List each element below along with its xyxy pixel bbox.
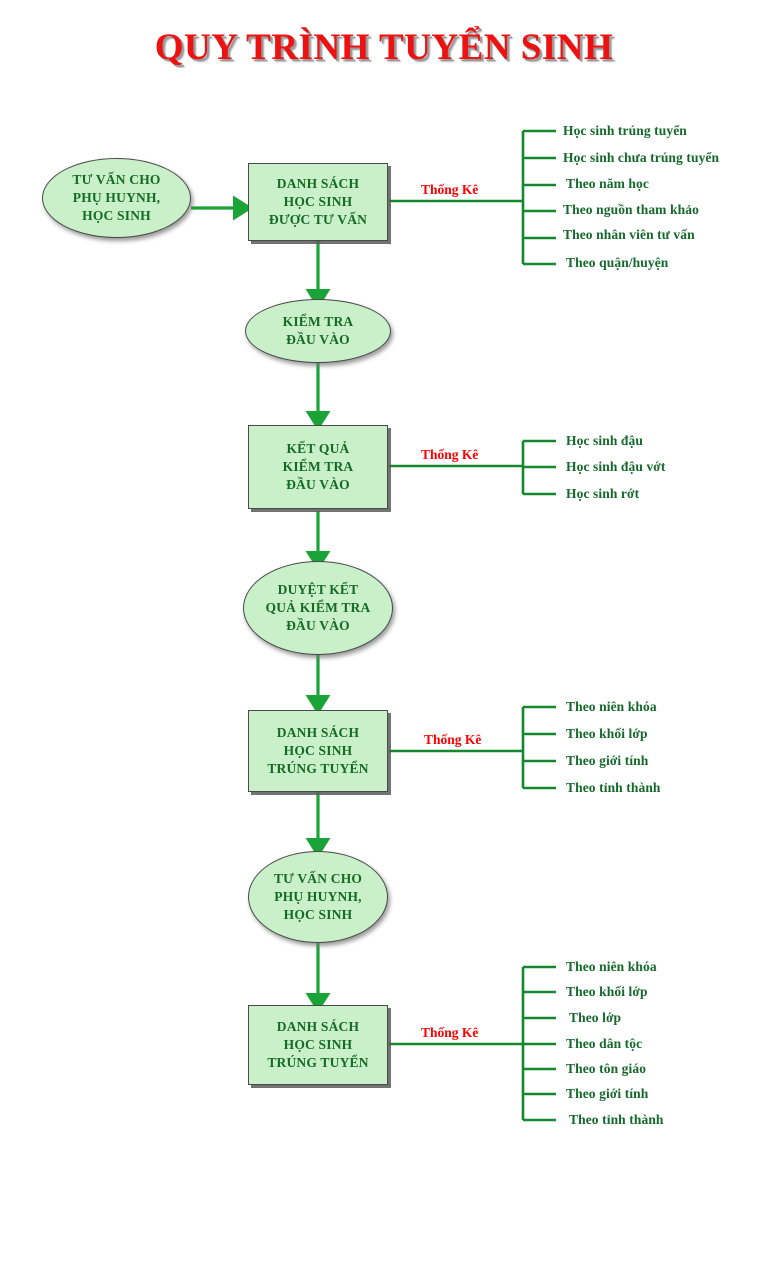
branch-item[interactable]: Theo quận/huyện: [566, 255, 669, 270]
branch-item[interactable]: Theo tỉnh thành: [566, 780, 661, 795]
branch-item[interactable]: Theo niên khóa: [566, 699, 657, 714]
branch-item[interactable]: Theo giới tính: [566, 753, 649, 768]
branch-item[interactable]: Theo khối lớp: [566, 726, 648, 741]
branch-label-b1: Thống Kê: [421, 182, 479, 197]
branch-item[interactable]: Theo tỉnh thành: [569, 1112, 664, 1127]
branch-item[interactable]: Theo giới tính: [566, 1086, 649, 1101]
branch-item[interactable]: Theo tôn giáo: [566, 1061, 647, 1076]
branch-item[interactable]: Theo khối lớp: [566, 984, 648, 999]
branch-item[interactable]: Theo năm học: [566, 176, 649, 191]
branch-item[interactable]: Theo lớp: [569, 1010, 622, 1025]
branch-label-b3: Thống Kê: [424, 732, 482, 747]
branch-item[interactable]: Học sinh đậu vớt: [566, 459, 666, 474]
branch-item[interactable]: Học sinh đậu: [566, 433, 643, 448]
branch-wires-b4: [389, 965, 556, 1122]
branch-item[interactable]: Học sinh trúng tuyển: [563, 123, 687, 138]
branch-label-b2: Thống Kê: [421, 447, 479, 462]
branch-item[interactable]: Học sinh rớt: [566, 486, 640, 501]
branch-item[interactable]: Theo nhân viên tư vấn: [563, 227, 695, 242]
branch-item[interactable]: Theo dân tộc: [566, 1036, 643, 1051]
branch-label-b4: Thống Kê: [421, 1025, 479, 1040]
branch-item[interactable]: Theo nguồn tham khảo: [563, 202, 699, 217]
page-title: QUY TRÌNH TUYỂN SINH: [154, 27, 614, 68]
branch-item[interactable]: Theo niên khóa: [566, 959, 657, 974]
branch-item[interactable]: Học sinh chưa trúng tuyển: [563, 150, 720, 165]
